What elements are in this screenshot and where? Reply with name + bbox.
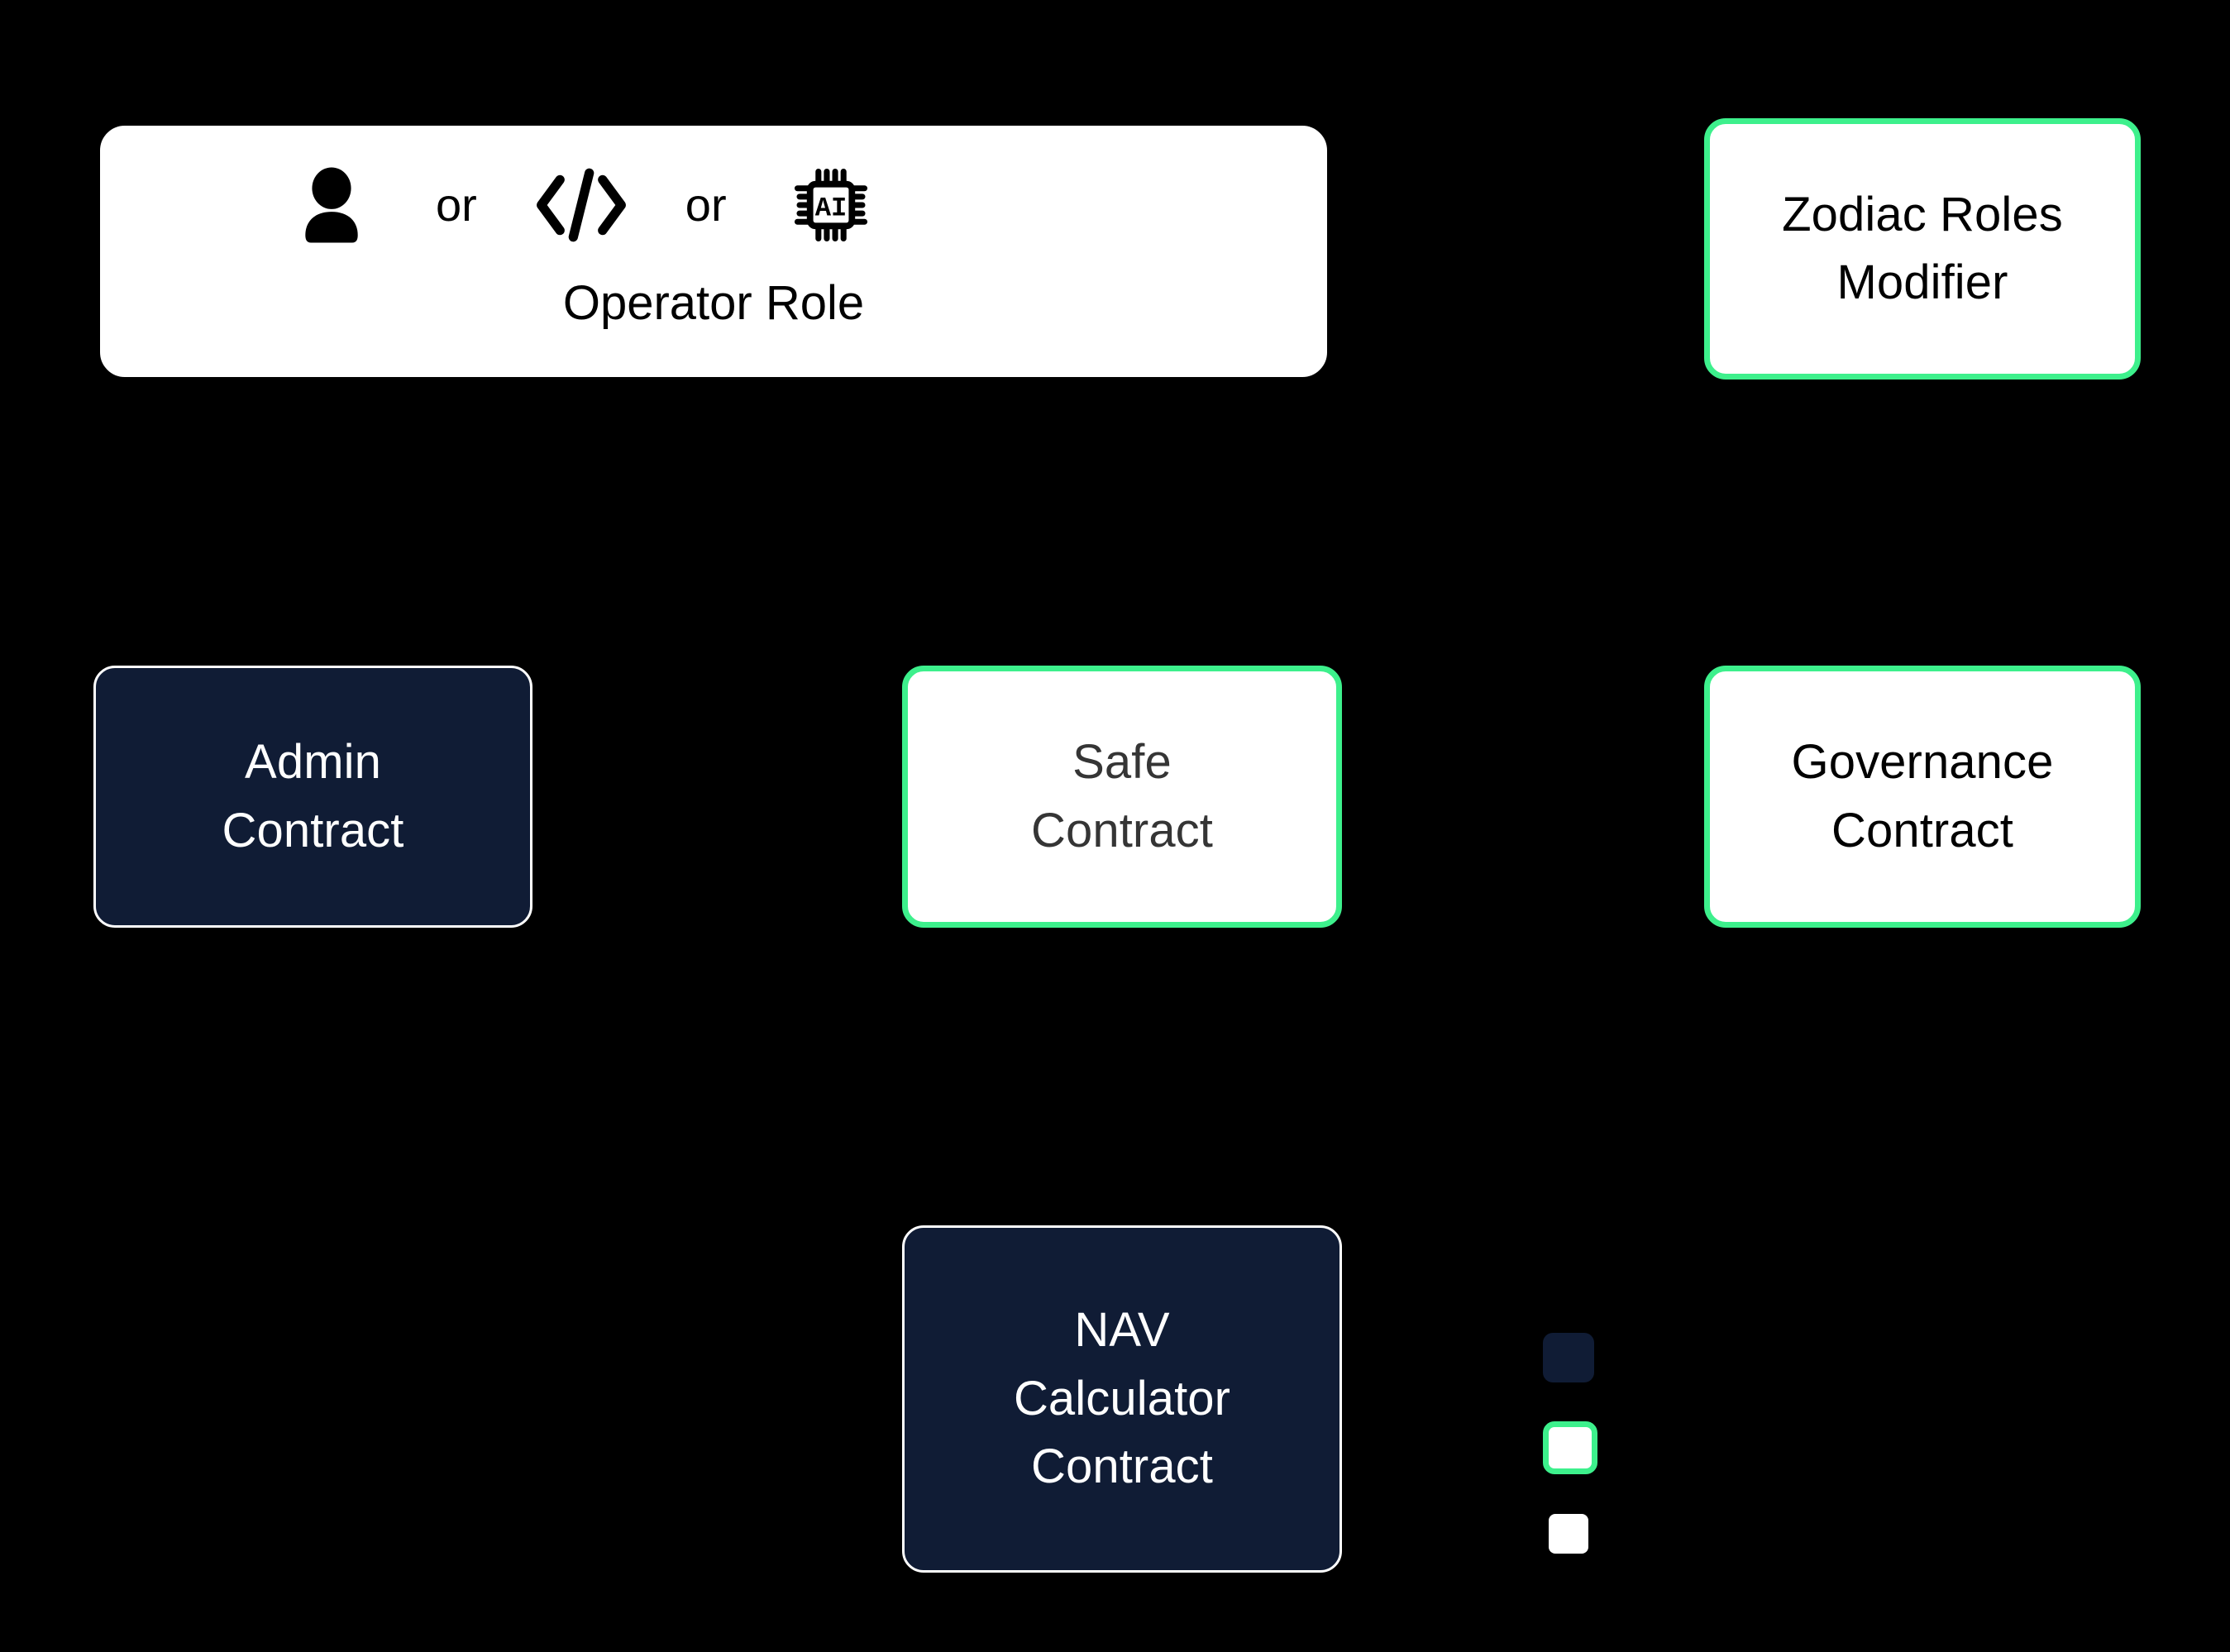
node-governance-contract[interactable]: Governance Contract: [1704, 666, 2141, 928]
legend-swatch-green-outline: [1543, 1421, 1597, 1474]
node-safe-contract[interactable]: Safe Contract: [902, 666, 1342, 928]
node-label-line-2: Contract: [1031, 803, 1213, 857]
legend-swatch-white: [1549, 1514, 1588, 1554]
node-label-line-2: Contract: [1831, 803, 2013, 857]
node-nav-calculator-contract[interactable]: NAV Calculator Contract: [902, 1225, 1342, 1573]
operator-role-icon-row: or or: [102, 152, 1325, 258]
operator-or-first: or: [436, 179, 477, 231]
node-label-line-1: Admin: [245, 735, 381, 790]
node-label-line-1: NAV: [1074, 1303, 1170, 1358]
ai-chip-icon: AI: [781, 155, 881, 255]
node-label-line-1: Safe: [1072, 735, 1172, 790]
node-label-line-2: Contract: [222, 803, 404, 857]
node-label-line-2: Calculator: [1013, 1371, 1231, 1425]
legend-swatch-navy: [1543, 1333, 1594, 1382]
svg-text:AI: AI: [814, 193, 846, 224]
code-brackets-icon: [532, 155, 631, 255]
node-label-line-1: Governance: [1791, 735, 2054, 790]
node-label-line-1: Zodiac Roles: [1782, 187, 2063, 241]
node-admin-contract[interactable]: Admin Contract: [93, 666, 532, 928]
operator-role-label: Operator Role: [562, 276, 865, 330]
person-icon: [282, 155, 381, 255]
operator-role-card[interactable]: or or: [100, 126, 1327, 377]
operator-or-second: or: [685, 179, 727, 231]
node-label-line-3: Contract: [1031, 1440, 1213, 1494]
legend: [1543, 1333, 1642, 1573]
node-zodiac-roles-modifier[interactable]: Zodiac Roles Modifier: [1704, 118, 2141, 380]
node-label-line-2: Modifier: [1836, 255, 2008, 309]
